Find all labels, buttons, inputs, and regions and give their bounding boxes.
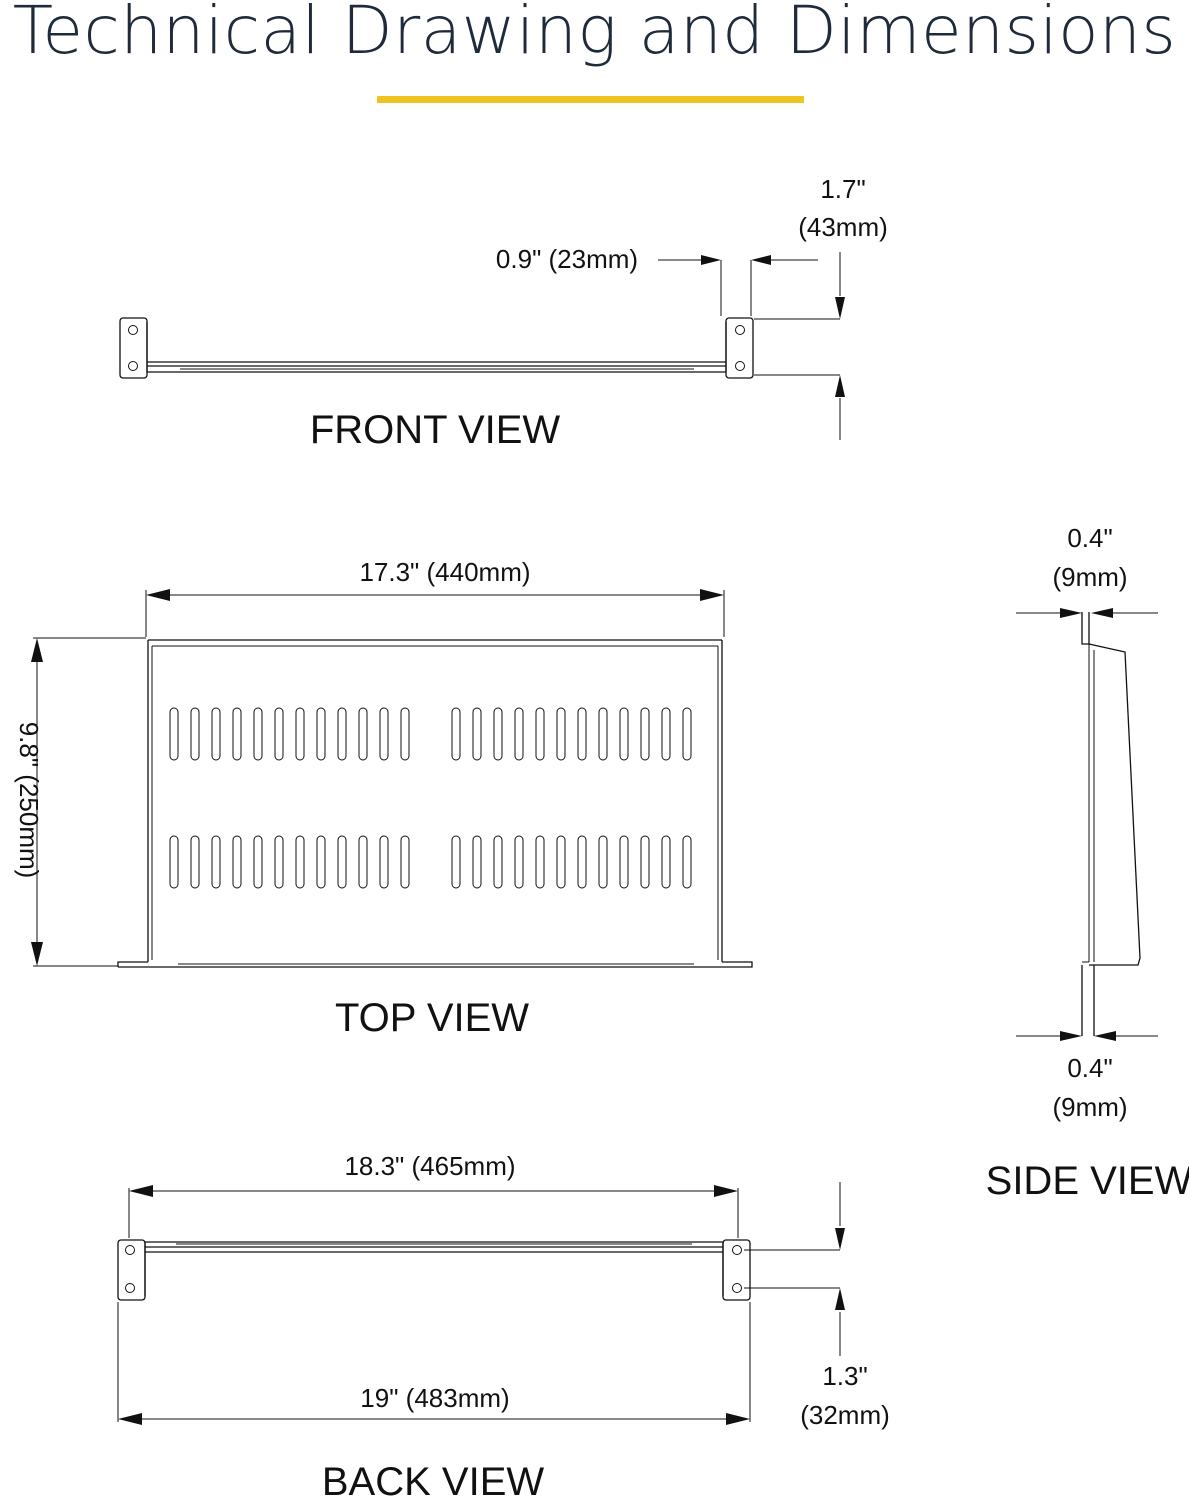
vent-slot: [232, 707, 242, 761]
back-outer-width-dimension: 19" (483mm): [360, 1383, 509, 1413]
vent-slot: [358, 707, 368, 761]
side-bottom-dimension-mm: (9mm): [1052, 1092, 1127, 1122]
vent-slot: [358, 835, 368, 889]
vent-slot: [400, 835, 410, 889]
vent-slot: [598, 707, 608, 761]
side-top-dimension-in: 0.4": [1067, 523, 1112, 553]
back-inner-width-dimension: 18.3" (465mm): [344, 1151, 515, 1181]
vent-slot: [640, 835, 650, 889]
vent-slot: [577, 707, 587, 761]
vent-slot: [379, 707, 389, 761]
vent-slot: [514, 835, 524, 889]
front-height-dimension-in: 1.7": [820, 174, 865, 204]
vent-slot: [169, 835, 179, 889]
vent-slot: [598, 835, 608, 889]
vent-slot: [232, 835, 242, 889]
top-depth-dimension: 9.8" (250mm): [14, 722, 44, 879]
vent-slot: [472, 707, 482, 761]
side-view-label: SIDE VIEW: [986, 1159, 1189, 1203]
vent-slot: [535, 835, 545, 889]
vent-slot: [211, 707, 221, 761]
side-view-drawing: [1016, 608, 1158, 1041]
vent-slot: [295, 835, 305, 889]
back-view-drawing: [117, 1182, 845, 1425]
vent-slot: [472, 835, 482, 889]
vent-slot: [316, 707, 326, 761]
vent-slot: [661, 707, 671, 761]
vent-slot: [619, 707, 629, 761]
title-underline: [377, 96, 804, 103]
vent-slot: [211, 835, 221, 889]
vent-slot: [379, 835, 389, 889]
vent-slot: [337, 707, 347, 761]
vent-slot: [640, 707, 650, 761]
vent-slot: [577, 835, 587, 889]
vent-slot: [661, 835, 671, 889]
top-width-dimension: 17.3" (440mm): [359, 557, 530, 587]
back-hole-dimension-in: 1.3": [822, 1361, 867, 1391]
top-view-drawing: [31, 589, 753, 968]
vent-slot: [274, 835, 284, 889]
front-flange-dimension: 0.9" (23mm): [496, 244, 638, 274]
vent-slot: [514, 707, 524, 761]
vent-slot: [451, 707, 461, 761]
vent-slot: [190, 707, 200, 761]
page-title: Technical Drawing and Dimensions: [12, 0, 1177, 69]
vent-slot: [295, 707, 305, 761]
back-view-label: BACK VIEW: [322, 1460, 545, 1500]
vent-slot: [400, 707, 410, 761]
vent-slot: [682, 707, 692, 761]
vent-slot: [253, 835, 263, 889]
vent-slot: [682, 835, 692, 889]
vent-slot: [556, 707, 566, 761]
front-view-label: FRONT VIEW: [310, 408, 561, 452]
vent-slot: [274, 707, 284, 761]
vent-slot: [169, 707, 179, 761]
side-top-dimension-mm: (9mm): [1052, 562, 1127, 592]
vent-slot: [253, 707, 263, 761]
side-bottom-dimension-in: 0.4": [1067, 1053, 1112, 1083]
vent-slot: [493, 707, 503, 761]
vent-slot: [619, 835, 629, 889]
vent-slot: [337, 835, 347, 889]
vent-slot: [556, 835, 566, 889]
front-height-dimension-mm: (43mm): [798, 212, 888, 242]
back-hole-dimension-mm: (32mm): [800, 1400, 890, 1430]
vent-slot: [451, 835, 461, 889]
front-view-drawing: [119, 252, 845, 440]
vent-slot: [493, 835, 503, 889]
vent-slot: [316, 835, 326, 889]
vent-slot: [190, 835, 200, 889]
top-view-label: TOP VIEW: [335, 996, 529, 1040]
vent-slot: [535, 707, 545, 761]
